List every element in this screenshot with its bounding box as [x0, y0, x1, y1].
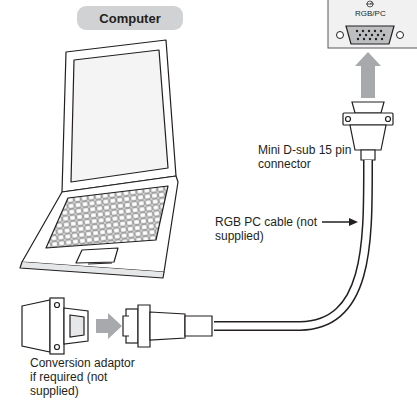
insert-arrow	[355, 52, 381, 98]
laptop	[20, 40, 178, 278]
title-pill: Computer	[77, 6, 183, 30]
node-label: Computer	[99, 11, 160, 26]
insert-arrow	[96, 313, 122, 339]
terminal-label: RGB/PC	[355, 9, 386, 19]
callout-text: Mini D-sub 15 pin connector	[258, 143, 358, 171]
callout-text: Conversion adaptor if required (not supp…	[30, 356, 144, 398]
callout-text: RGB PC cable (not supplied)	[215, 215, 319, 243]
vga-plug	[123, 305, 212, 347]
conversion-adaptor	[22, 298, 88, 354]
rgb-pc-terminal	[328, 0, 417, 48]
